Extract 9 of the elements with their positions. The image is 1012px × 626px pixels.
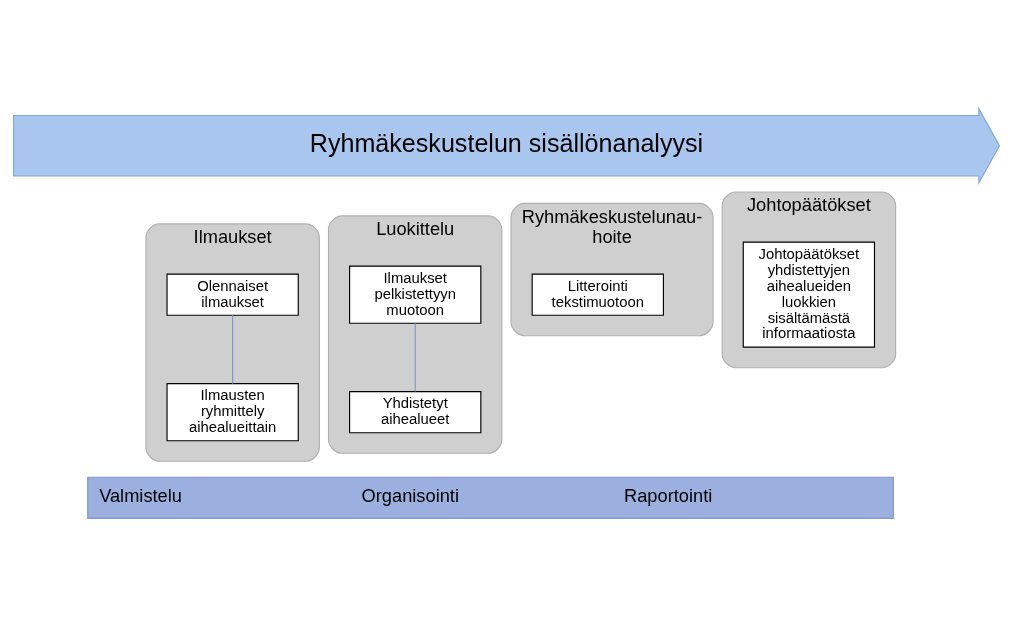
node-box: Ilmausten ryhmittely aihealueittain [165,382,299,441]
node-box: Olennaiset ilmaukset [165,273,299,316]
connector [231,314,233,384]
node-box: Valmistelu Organisointi Raportointi [86,476,894,519]
node-box: Litterointi tekstimuotoon [531,273,664,316]
node-box: Johtopäätökset yhdistettyjen aihealueiden luokkien sisältämästä informaatiosta [742,241,875,348]
node-box: Ilmaukset pelkistettyyn muotoon [348,265,481,324]
connector [414,322,416,392]
node-box: Yhdistetyt aihealueet [348,390,481,433]
